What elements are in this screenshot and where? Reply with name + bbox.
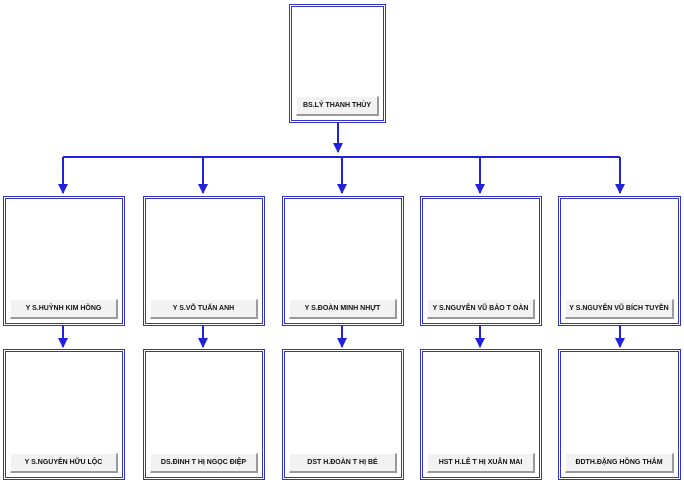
org-box-level2: Y S.NGUYỄN HỮU LỘC <box>3 349 125 480</box>
org-box-level1: Y S.HUỲNH KIM HỒNG <box>3 196 125 326</box>
org-box-level2: DST H.ĐOÀN T HỊ BÉ <box>282 349 404 480</box>
org-box-label: Y S.HUỲNH KIM HỒNG <box>10 299 118 319</box>
org-box-label: DST H.ĐOÀN T HỊ BÉ <box>289 453 397 473</box>
org-box-label: Y S.NGUYỄN HỮU LỘC <box>10 453 118 473</box>
org-box-label: Y S.NGUYỄN VŨ BẢO T OÀN <box>427 299 535 319</box>
root-label: BS.LÝ THANH THÙY <box>296 96 379 116</box>
org-box-label: Y S.ĐOÀN MINH NHỰT <box>289 299 397 319</box>
org-box-level2: HST H.LÊ T HỊ XUÂN MAI <box>420 349 542 480</box>
org-box-label: Y S.NGUYỄN VŨ BÍCH TUYỀN <box>565 299 674 319</box>
org-box-level1: Y S.NGUYỄN VŨ BÍCH TUYỀN <box>558 196 681 326</box>
org-box-label: DS.ĐINH T HỊ NGỌC ĐIỆP <box>150 453 258 473</box>
org-box-level2: DS.ĐINH T HỊ NGỌC ĐIỆP <box>143 349 265 480</box>
root-box: BS.LÝ THANH THÙY <box>289 4 386 123</box>
org-box-level1: Y S.NGUYỄN VŨ BẢO T OÀN <box>420 196 542 326</box>
org-box-level2: ĐDTH.ĐẶNG HỒNG THẮM <box>558 349 681 480</box>
org-box-level1: Y S.VÕ TUẤN ANH <box>143 196 265 326</box>
org-box-label: HST H.LÊ T HỊ XUÂN MAI <box>427 453 535 473</box>
org-box-label: Y S.VÕ TUẤN ANH <box>150 299 258 319</box>
org-box-level1: Y S.ĐOÀN MINH NHỰT <box>282 196 404 326</box>
org-box-label: ĐDTH.ĐẶNG HỒNG THẮM <box>565 453 674 473</box>
